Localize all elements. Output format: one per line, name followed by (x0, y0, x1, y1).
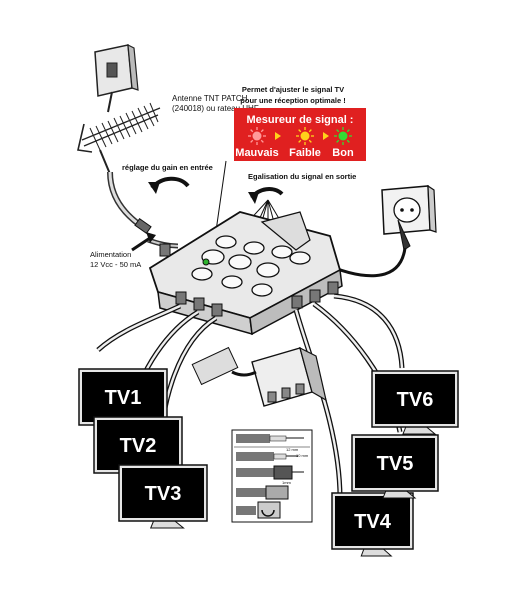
yagi-antenna-icon (77, 102, 161, 175)
meter-level-3: Bon (332, 127, 354, 159)
tv-label: TV6 (397, 389, 434, 411)
status-led-icon (202, 258, 210, 266)
meter-level-label: Faible (289, 147, 321, 159)
wall-socket-icon (381, 184, 437, 251)
sun-indicator-icon (248, 127, 266, 145)
meter-level-1: Mauvais (235, 127, 281, 159)
module-detail-icon (191, 346, 327, 407)
tv-label: TV2 (120, 435, 157, 457)
power-label-line1: Alimentation (90, 250, 131, 259)
amplifier-box (148, 211, 343, 336)
tv-tv6: TV6 (371, 370, 459, 435)
meter-level-2: Faible (289, 127, 329, 159)
arrow-right-icon (275, 132, 281, 140)
f-connector-icon (134, 218, 152, 234)
tv-tv2: TV2 (93, 416, 183, 481)
sun-indicator-icon (334, 127, 352, 145)
tv-label: TV5 (377, 453, 414, 475)
tv-tv1: TV1 (78, 368, 168, 433)
meter-level-label: Mauvais (235, 147, 278, 159)
cable-dim-10mm: 10 mm (296, 453, 309, 458)
tv-label: TV3 (145, 483, 182, 505)
cable-dim-1mm: 1mm (282, 480, 292, 485)
output-eq-label: Egalisation du signal en sortie (248, 172, 356, 181)
cable-prep-diagram: 12 mm 10 mm 1mm (231, 429, 313, 523)
power-label-line2: 12 Vcc - 50 mA (90, 260, 141, 269)
antenna-label-line2: (240018) ou rateau UHF (172, 104, 259, 113)
cable-dim-12mm: 12 mm (286, 447, 299, 452)
meter-title: Mesureur de signal : (247, 114, 354, 126)
antenna-label-line1: Antenne TNT PATCH (172, 94, 248, 103)
arrow-right-icon (323, 132, 329, 140)
gain-label: réglage du gain en entrée (122, 163, 213, 172)
tv-tv5: TV5 (351, 434, 439, 499)
meter-level-label: Bon (332, 147, 354, 159)
rotate-arrow-right-icon (248, 187, 284, 204)
meter-caption-line2: pour une réception optimale ! (240, 96, 345, 105)
patch-antenna-icon (94, 43, 139, 113)
meter-caption-line1: Permet d'ajuster le signal TV (242, 85, 344, 94)
tv-label: TV1 (105, 387, 142, 409)
signal-meter-panel: Mesureur de signal : Mauvais Faible Bon (234, 108, 366, 161)
tv-label: TV4 (354, 511, 392, 533)
antenna-cable (107, 171, 142, 228)
tv-tv4: TV4 (331, 492, 414, 557)
rotate-arrow-icon (148, 176, 190, 194)
sun-indicator-icon (296, 127, 314, 145)
tv-tv3: TV3 (118, 464, 208, 529)
